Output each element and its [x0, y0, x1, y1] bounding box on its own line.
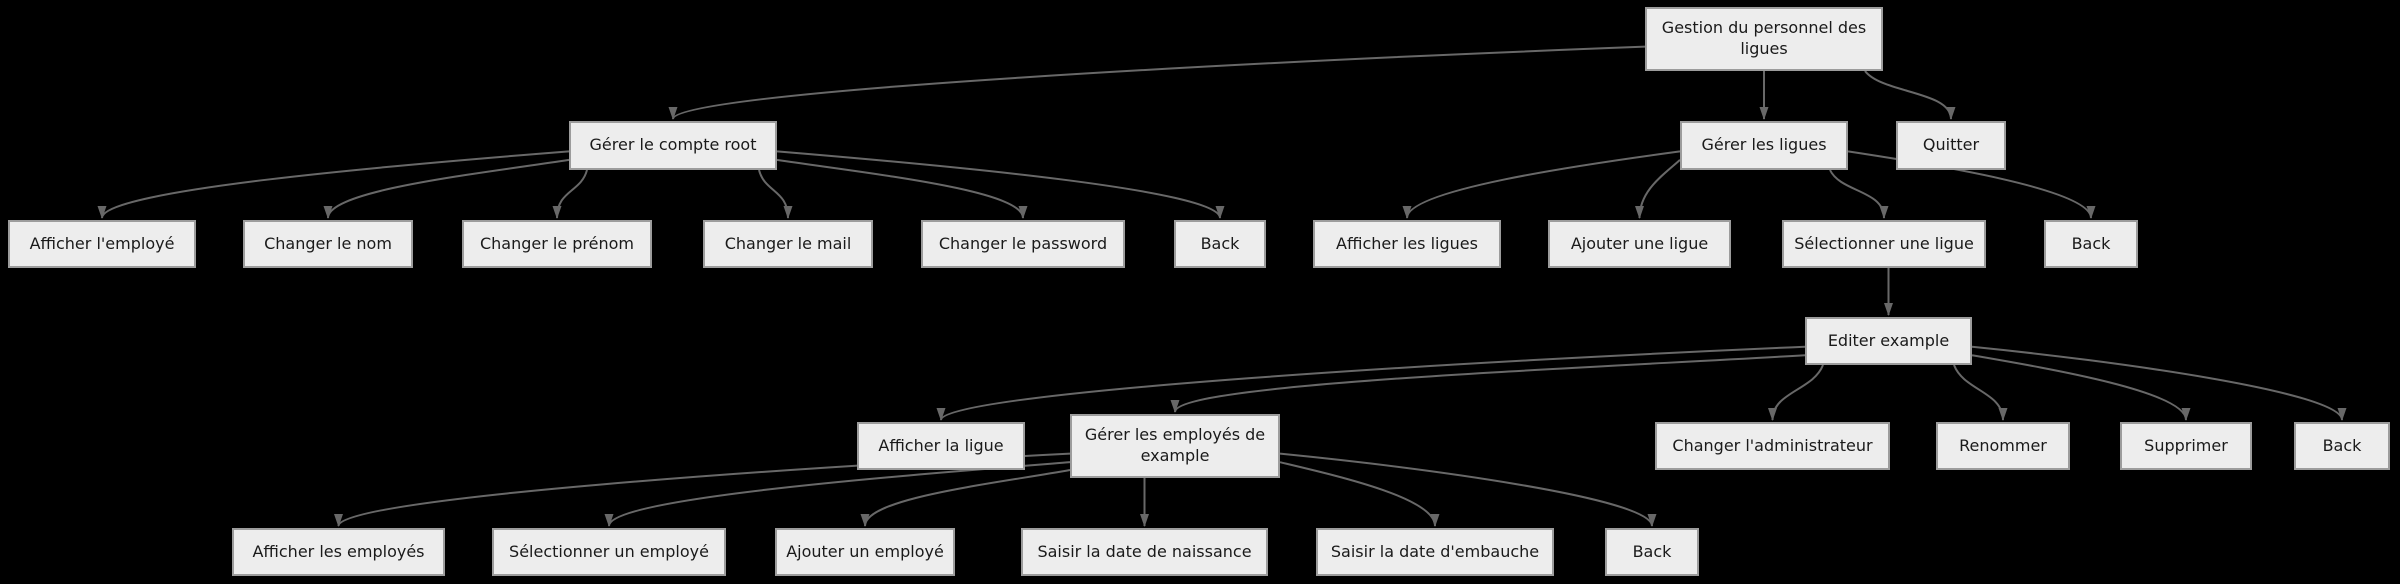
edge-gerer-compte-root-afficher-employe [97, 150, 570, 219]
node-label: Changer le nom [264, 233, 392, 253]
node-afficher-ligues: Afficher les ligues [1313, 220, 1501, 268]
node-label: Renommer [1959, 435, 2047, 455]
node-afficher-employes: Afficher les employés [232, 528, 445, 576]
node-label: Ajouter un employé [786, 541, 944, 561]
node-label: Gérer les employés de example [1084, 425, 1266, 465]
edge-editer-example-supprimer [1971, 354, 2191, 421]
node-label: Ajouter une ligue [1570, 233, 1709, 253]
node-label: Back [2071, 233, 2111, 253]
node-selectionner-employe: Sélectionner un employé [492, 528, 726, 576]
node-changer-mail: Changer le mail [703, 220, 873, 268]
node-back-employes: Back [1605, 528, 1699, 576]
edge-root-quitter [1864, 70, 1956, 120]
node-label: Gestion du personnel des ligues [1661, 18, 1867, 58]
node-selectionner-ligue: Sélectionner une ligue [1782, 220, 1986, 268]
edge-editer-example-back-editer [1971, 345, 2347, 421]
node-label: Afficher l'employé [29, 233, 175, 253]
node-label: Saisir la date de naissance [1037, 541, 1252, 561]
edge-gerer-compte-root-changer-nom [323, 158, 570, 219]
node-changer-nom: Changer le nom [243, 220, 413, 268]
node-label: Changer le prénom [479, 233, 635, 253]
node-label: Gérer les ligues [1701, 135, 1827, 155]
edge-gerer-compte-root-changer-prenom [552, 169, 588, 219]
edge-root-gerer-compte-root [668, 45, 1646, 120]
node-label: Editer example [1827, 330, 1950, 350]
node-back-ligues: Back [2044, 220, 2138, 268]
node-gerer-compte-root: Gérer le compte root [569, 121, 777, 170]
node-supprimer: Supprimer [2120, 422, 2252, 470]
node-label: Afficher les ligues [1336, 233, 1478, 253]
node-back-compte: Back [1174, 220, 1266, 268]
node-saisir-embauche: Saisir la date d'embauche [1316, 528, 1554, 576]
node-label: Sélectionner une ligue [1794, 233, 1974, 253]
edge-gerer-employes-selectionner-employe [604, 461, 1071, 527]
node-label: Supprimer [2144, 435, 2228, 455]
edge-gerer-employes-back-employes [1279, 452, 1657, 527]
edge-gerer-compte-root-changer-password [776, 158, 1028, 219]
node-label: Sélectionner un employé [509, 541, 709, 561]
edge-editer-example-changer-administrateur [1768, 364, 1824, 421]
edge-gerer-compte-root-back-compte [776, 150, 1225, 219]
edge-gerer-les-ligues-selectionner-ligue [1829, 169, 1889, 219]
node-gerer-employes: Gérer les employés de example [1070, 414, 1280, 478]
node-gerer-les-ligues: Gérer les ligues [1680, 121, 1848, 170]
node-ajouter-employe: Ajouter un employé [775, 528, 955, 576]
node-label: Back [1200, 233, 1240, 253]
node-root: Gestion du personnel des ligues [1645, 7, 1883, 71]
node-label: Back [1632, 541, 1672, 561]
node-label: Changer le password [938, 233, 1108, 253]
node-saisir-naissance: Saisir la date de naissance [1021, 528, 1268, 576]
edge-gerer-employes-ajouter-employe [860, 469, 1071, 527]
node-back-editer: Back [2294, 422, 2390, 470]
node-label: Gérer le compte root [589, 135, 757, 155]
node-changer-password: Changer le password [921, 220, 1125, 268]
edge-editer-example-renommer [1953, 364, 2008, 421]
edge-gerer-compte-root-changer-mail [758, 169, 793, 219]
node-label: Quitter [1922, 135, 1980, 155]
node-label: Changer le mail [724, 233, 852, 253]
node-editer-example: Editer example [1805, 317, 1972, 365]
edge-editer-example-afficher-la-ligue [936, 345, 1806, 421]
node-ajouter-ligue: Ajouter une ligue [1548, 220, 1731, 268]
node-afficher-la-ligue: Afficher la ligue [857, 422, 1025, 470]
node-changer-administrateur: Changer l'administrateur [1655, 422, 1890, 470]
node-label: Changer l'administrateur [1672, 435, 1873, 455]
edge-gerer-employes-saisir-embauche [1279, 461, 1440, 527]
node-renommer: Renommer [1936, 422, 2070, 470]
node-label: Afficher la ligue [878, 435, 1004, 455]
edge-gerer-les-ligues-ajouter-ligue [1635, 159, 1681, 219]
node-label: Saisir la date d'embauche [1330, 541, 1540, 561]
node-label: Back [2322, 435, 2362, 455]
node-afficher-employe: Afficher l'employé [8, 220, 196, 268]
node-quitter: Quitter [1896, 121, 2006, 170]
node-label: Afficher les employés [252, 541, 425, 561]
edge-gerer-les-ligues-afficher-ligues [1402, 150, 1681, 219]
edge-gerer-les-ligues-back-ligues [1847, 150, 2096, 219]
edge-editer-example-gerer-employes [1170, 354, 1806, 413]
node-changer-prenom: Changer le prénom [462, 220, 652, 268]
